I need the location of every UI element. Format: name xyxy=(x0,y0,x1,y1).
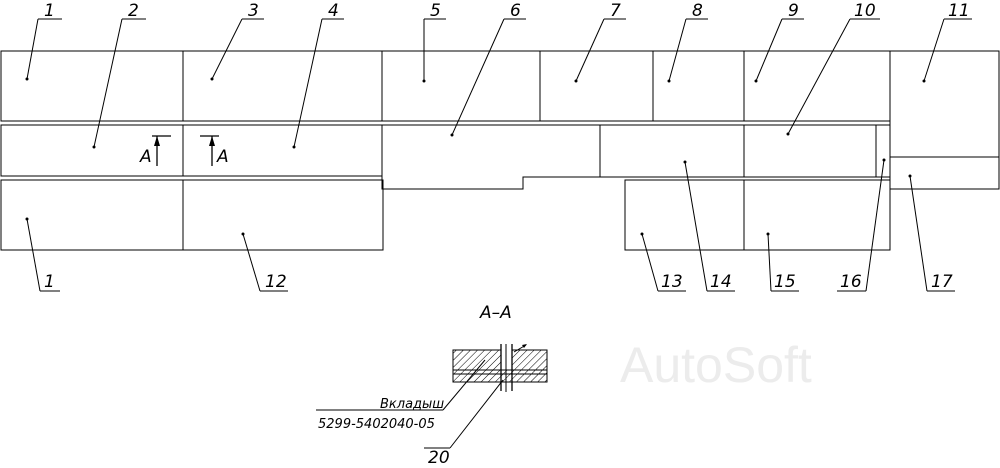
section-marker-label: А xyxy=(216,147,229,167)
callout-6: 6 xyxy=(510,1,521,21)
callout-8: 8 xyxy=(692,1,703,21)
panel-11 xyxy=(889,50,1000,158)
callout-11: 11 xyxy=(948,1,970,21)
insert-label: Вкладыш xyxy=(380,397,444,412)
section-marker-label: А xyxy=(139,147,152,167)
callout-1-top: 1 xyxy=(44,1,55,21)
panel-14 xyxy=(599,124,745,178)
callout-7: 7 xyxy=(610,1,621,21)
callout-3: 3 xyxy=(248,1,259,21)
callout-12: 12 xyxy=(265,272,287,292)
section-a-a-detail xyxy=(316,344,548,449)
panel-1-bottom xyxy=(0,179,184,251)
panel-13 xyxy=(624,179,745,251)
callout-10: 10 xyxy=(854,1,876,21)
panel-15 xyxy=(743,179,891,251)
callout-15: 15 xyxy=(774,272,796,292)
panel-16 xyxy=(875,124,891,178)
watermark: AutoSoft xyxy=(620,337,812,393)
panel-17 xyxy=(889,156,1000,190)
panel-7 xyxy=(539,50,654,122)
panel-10 xyxy=(743,124,877,178)
panel-6 xyxy=(381,124,601,190)
callout-17: 17 xyxy=(931,272,953,292)
insert-part-number: 5299-5402040-05 xyxy=(318,417,435,432)
callout-5: 5 xyxy=(430,1,441,21)
section-marker-right: А xyxy=(200,135,229,167)
callout-2: 2 xyxy=(128,1,139,21)
callout-16: 16 xyxy=(840,272,862,292)
callout-1-bottom: 1 xyxy=(44,272,55,292)
panel-2-4 xyxy=(0,124,383,177)
section-marker-left: А xyxy=(139,135,171,167)
callout-13: 13 xyxy=(661,272,683,292)
callouts-bottom: 1 12 13 14 15 16 17 xyxy=(25,158,955,292)
panel-9 xyxy=(743,50,891,122)
callouts-top: 1 2 3 4 5 6 7 8 9 10 11 xyxy=(25,1,972,149)
section-title: А–А xyxy=(479,303,512,323)
callout-9: 9 xyxy=(788,1,799,21)
callout-4: 4 xyxy=(328,1,339,21)
middle-panel-row xyxy=(0,124,1000,190)
callout-14: 14 xyxy=(710,272,732,292)
bottom-panel-row xyxy=(0,179,891,251)
panel-1-top xyxy=(0,50,184,122)
panel-3 xyxy=(182,50,383,122)
panel-12 xyxy=(182,179,384,251)
top-panel-row xyxy=(0,50,1000,158)
panel-5 xyxy=(381,50,541,122)
callout-20: 20 xyxy=(428,448,450,468)
panel-8 xyxy=(652,50,745,122)
